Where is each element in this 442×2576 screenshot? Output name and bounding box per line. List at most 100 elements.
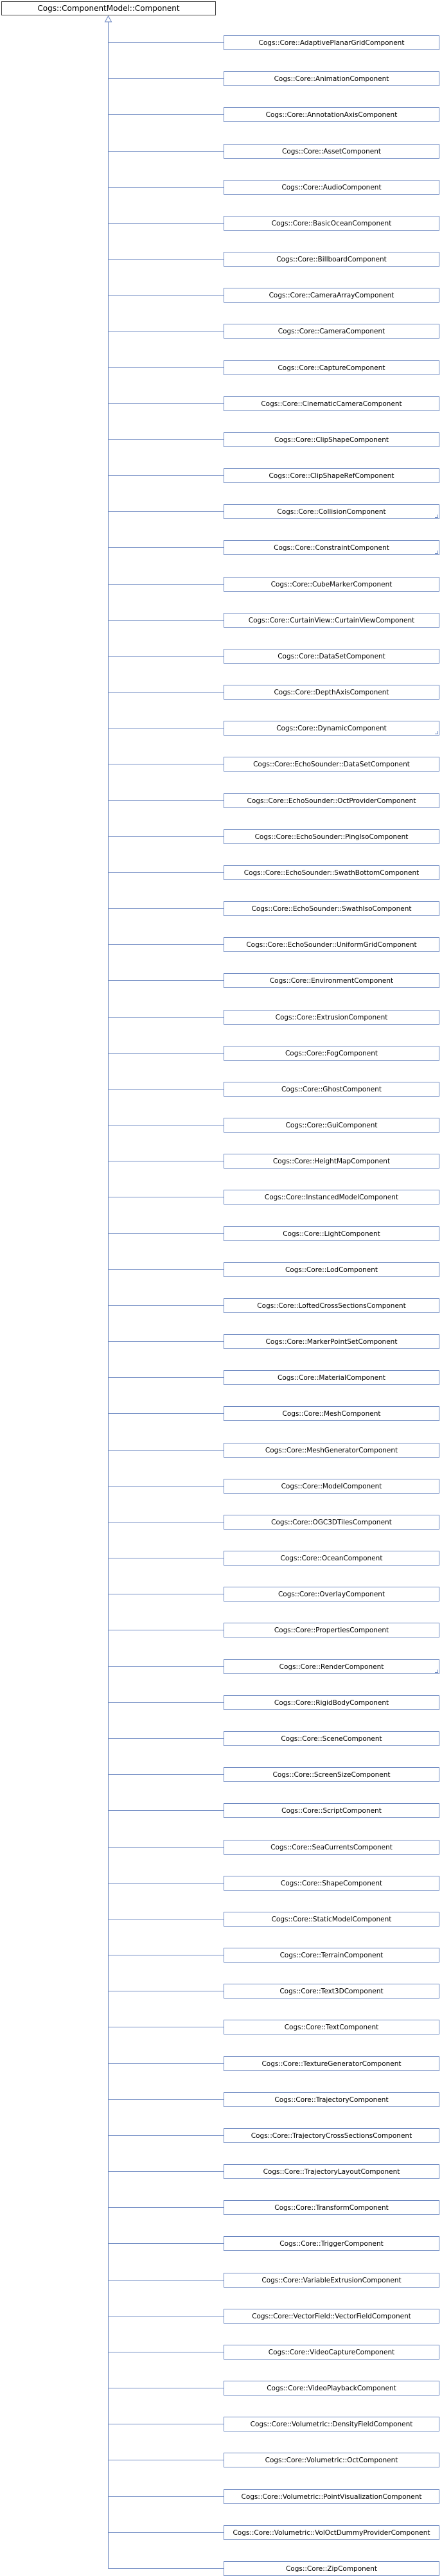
derived-class-label: Cogs::Core::TextComponent xyxy=(284,2023,379,2031)
derived-class-node[interactable]: Cogs::Core::VideoCaptureComponent xyxy=(224,2345,439,2360)
derived-class-node[interactable]: Cogs::Core::AnnotationAxisComponent xyxy=(224,107,439,122)
derived-class-label: Cogs::Core::TransformComponent xyxy=(274,2203,389,2212)
derived-class-node[interactable]: Cogs::Core::OverlayComponent xyxy=(224,1587,439,1601)
derived-class-label: Cogs::Core::CaptureComponent xyxy=(278,364,385,372)
derived-class-node[interactable]: Cogs::Core::ModelComponent xyxy=(224,1479,439,1494)
derived-class-node[interactable]: Cogs::Core::TextComponent xyxy=(224,2020,439,2034)
derived-class-node[interactable]: Cogs::Core::TriggerComponent xyxy=(224,2236,439,2251)
derived-class-node[interactable]: Cogs::Core::BasicOceanComponent xyxy=(224,216,439,231)
derived-class-node[interactable]: Cogs::Core::TransformComponent xyxy=(224,2200,439,2215)
derived-class-node[interactable]: Cogs::Core::ClipShapeComponent xyxy=(224,432,439,447)
derived-class-label: Cogs::Core::SeaCurrentsComponent xyxy=(270,1843,393,1851)
derived-class-node[interactable]: Cogs::Core::VideoPlaybackComponent xyxy=(224,2381,439,2395)
derived-class-node[interactable]: Cogs::Core::ZipComponent xyxy=(224,2561,439,2576)
derived-class-node[interactable]: Cogs::Core::VariableExtrusionComponent xyxy=(224,2273,439,2288)
has-subclasses-marker xyxy=(435,731,438,734)
derived-class-node[interactable]: Cogs::Core::BillboardComponent xyxy=(224,252,439,267)
derived-class-node[interactable]: Cogs::Core::TerrainComponent xyxy=(224,1948,439,1963)
derived-class-node[interactable]: Cogs::Core::EchoSounder::UniformGridComp… xyxy=(224,937,439,952)
derived-class-node[interactable]: Cogs::Core::LoftedCrossSectionsComponent xyxy=(224,1298,439,1313)
derived-class-node[interactable]: Cogs::Core::SeaCurrentsComponent xyxy=(224,1840,439,1855)
derived-class-label: Cogs::Core::VariableExtrusionComponent xyxy=(261,2276,402,2284)
derived-class-node[interactable]: Cogs::Core::ScriptComponent xyxy=(224,1803,439,1818)
derived-class-label: Cogs::Core::Volumetric::VolOctDummyProvi… xyxy=(233,2528,430,2537)
derived-class-node[interactable]: Cogs::Core::DepthAxisComponent xyxy=(224,685,439,700)
derived-class-label: Cogs::Core::LightComponent xyxy=(283,1230,380,1238)
derived-class-label: Cogs::Core::VideoPlaybackComponent xyxy=(267,2384,396,2392)
derived-class-node[interactable]: Cogs::Core::AudioComponent xyxy=(224,180,439,195)
derived-class-node[interactable]: Cogs::Core::LodComponent xyxy=(224,1262,439,1277)
derived-class-label: Cogs::Core::EnvironmentComponent xyxy=(269,976,394,985)
derived-class-label: Cogs::Core::HeightMapComponent xyxy=(272,1157,391,1165)
derived-class-node[interactable]: Cogs::Core::OceanComponent xyxy=(224,1551,439,1566)
derived-class-node[interactable]: Cogs::Core::TrajectoryCrossSectionsCompo… xyxy=(224,2128,439,2143)
derived-class-node[interactable]: Cogs::Core::MarkerPointSetComponent xyxy=(224,1334,439,1349)
derived-class-node[interactable]: Cogs::Core::MeshGeneratorComponent xyxy=(224,1443,439,1458)
derived-class-label: Cogs::Core::OverlayComponent xyxy=(278,1590,385,1598)
derived-class-node[interactable]: Cogs::Core::StaticModelComponent xyxy=(224,1912,439,1927)
derived-class-node[interactable]: Cogs::Core::ExtrusionComponent xyxy=(224,1010,439,1025)
derived-class-node[interactable]: Cogs::Core::DynamicComponent xyxy=(224,721,439,736)
derived-class-node[interactable]: Cogs::Core::AssetComponent xyxy=(224,144,439,159)
derived-class-node[interactable]: Cogs::Core::TextureGeneratorComponent xyxy=(224,2056,439,2071)
derived-class-node[interactable]: Cogs::Core::Volumetric::OctComponent xyxy=(224,2453,439,2467)
has-subclasses-marker xyxy=(435,1670,438,1673)
derived-class-node[interactable]: Cogs::Core::EchoSounder::OctProviderComp… xyxy=(224,793,439,808)
derived-class-label: Cogs::Core::EchoSounder::SwathBottomComp… xyxy=(243,869,420,877)
derived-class-node[interactable]: Cogs::Core::CollisionComponent xyxy=(224,504,439,519)
derived-class-node[interactable]: Cogs::Core::RigidBodyComponent xyxy=(224,1695,439,1710)
derived-class-node[interactable]: Cogs::Core::TrajectoryLayoutComponent xyxy=(224,2164,439,2179)
derived-class-node[interactable]: Cogs::Core::SceneComponent xyxy=(224,1731,439,1746)
derived-class-node[interactable]: Cogs::Core::Volumetric::VolOctDummyProvi… xyxy=(224,2525,439,2540)
derived-class-node[interactable]: Cogs::Core::GhostComponent xyxy=(224,1082,439,1097)
derived-class-node[interactable]: Cogs::Core::CubeMarkerComponent xyxy=(224,577,439,592)
derived-class-node[interactable]: Cogs::Core::Text3DComponent xyxy=(224,1984,439,1998)
derived-class-label: Cogs::Core::EchoSounder::SwathIsoCompone… xyxy=(251,904,412,913)
derived-class-node[interactable]: Cogs::Core::CurtainView::CurtainViewComp… xyxy=(224,613,439,628)
derived-class-node[interactable]: Cogs::Core::MaterialComponent xyxy=(224,1370,439,1385)
derived-class-node[interactable]: Cogs::Core::ShapeComponent xyxy=(224,1876,439,1891)
derived-class-node[interactable]: Cogs::Core::Volumetric::DensityFieldComp… xyxy=(224,2417,439,2431)
derived-class-label: Cogs::Core::AudioComponent xyxy=(281,183,382,191)
derived-class-node[interactable]: Cogs::Core::InstancedModelComponent xyxy=(224,1190,439,1204)
derived-class-label: Cogs::Core::MeshComponent xyxy=(282,1409,381,1418)
derived-class-node[interactable]: Cogs::Core::EchoSounder::PingIsoComponen… xyxy=(224,829,439,844)
derived-class-node[interactable]: Cogs::Core::OGC3DTilesComponent xyxy=(224,1515,439,1530)
derived-class-node[interactable]: Cogs::Core::PropertiesComponent xyxy=(224,1623,439,1637)
derived-class-node[interactable]: Cogs::Core::MeshComponent xyxy=(224,1406,439,1421)
derived-class-node[interactable]: Cogs::Core::CameraComponent xyxy=(224,324,439,339)
derived-class-node[interactable]: Cogs::Core::EchoSounder::DataSetComponen… xyxy=(224,757,439,772)
derived-class-node[interactable]: Cogs::Core::FogComponent xyxy=(224,1046,439,1061)
derived-class-label: Cogs::Core::ShapeComponent xyxy=(280,1879,383,1887)
derived-class-node[interactable]: Cogs::Core::CameraArrayComponent xyxy=(224,288,439,303)
derived-class-node[interactable]: Cogs::Core::LightComponent xyxy=(224,1226,439,1241)
derived-class-node[interactable]: Cogs::Core::VectorField::VectorFieldComp… xyxy=(224,2309,439,2324)
derived-class-label: Cogs::Core::SceneComponent xyxy=(281,1734,382,1743)
derived-class-label: Cogs::Core::BasicOceanComponent xyxy=(271,219,392,227)
derived-class-label: Cogs::Core::EchoSounder::DataSetComponen… xyxy=(253,760,410,768)
derived-class-node[interactable]: Cogs::Core::Volumetric::PointVisualizati… xyxy=(224,2489,439,2504)
derived-class-node[interactable]: Cogs::Core::EchoSounder::SwathBottomComp… xyxy=(224,865,439,880)
derived-class-label: Cogs::Core::DepthAxisComponent xyxy=(274,688,389,696)
derived-class-node[interactable]: Cogs::Core::CaptureComponent xyxy=(224,360,439,375)
derived-class-node[interactable]: Cogs::Core::RenderComponent xyxy=(224,1659,439,1674)
derived-class-node[interactable]: Cogs::Core::AnimationComponent xyxy=(224,71,439,86)
derived-class-label: Cogs::Core::AssetComponent xyxy=(281,147,381,155)
derived-class-node[interactable]: Cogs::Core::GuiComponent xyxy=(224,1118,439,1133)
derived-class-node[interactable]: Cogs::Core::AdaptivePlanarGridComponent xyxy=(224,35,439,50)
derived-class-node[interactable]: Cogs::Core::DataSetComponent xyxy=(224,649,439,664)
derived-class-node[interactable]: Cogs::Core::EnvironmentComponent xyxy=(224,973,439,988)
derived-class-node[interactable]: Cogs::Core::ConstraintComponent xyxy=(224,540,439,555)
derived-class-node[interactable]: Cogs::Core::CinematicCameraComponent xyxy=(224,396,439,411)
derived-class-node[interactable]: Cogs::Core::ClipShapeRefComponent xyxy=(224,468,439,483)
derived-class-node[interactable]: Cogs::Core::EchoSounder::SwathIsoCompone… xyxy=(224,901,439,916)
derived-class-label: Cogs::Core::AdaptivePlanarGridComponent xyxy=(258,39,405,47)
derived-class-label: Cogs::Core::RenderComponent xyxy=(279,1663,384,1671)
derived-class-label: Cogs::Core::MeshGeneratorComponent xyxy=(265,1446,398,1454)
derived-class-label: Cogs::Core::TextureGeneratorComponent xyxy=(261,2060,402,2068)
derived-class-node[interactable]: Cogs::Core::HeightMapComponent xyxy=(224,1154,439,1169)
derived-class-node[interactable]: Cogs::Core::TrajectoryComponent xyxy=(224,2092,439,2107)
base-class-node[interactable]: Cogs::ComponentModel::Component xyxy=(1,1,216,15)
derived-class-node[interactable]: Cogs::Core::ScreenSizeComponent xyxy=(224,1767,439,1782)
